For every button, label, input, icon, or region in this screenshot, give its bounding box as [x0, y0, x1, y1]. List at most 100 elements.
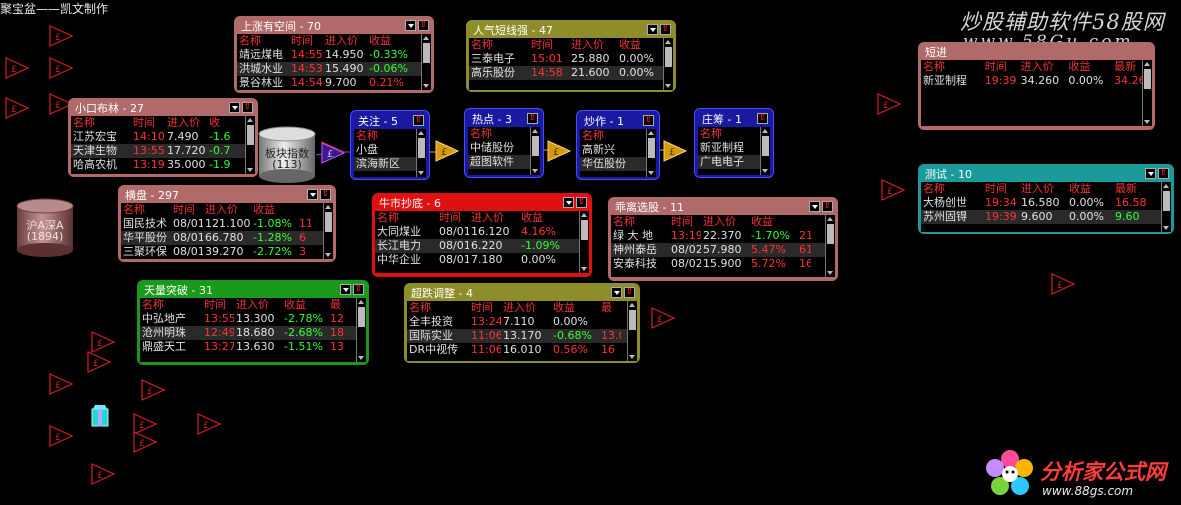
- column-header[interactable]: 名称: [123, 203, 145, 216]
- dropdown-icon[interactable]: [405, 20, 416, 31]
- triangle-icon[interactable]: £: [86, 350, 112, 374]
- table-row[interactable]: 超图软件: [468, 155, 540, 169]
- triangle-icon[interactable]: £: [132, 412, 158, 436]
- scrollbar-thumb[interactable]: [648, 138, 655, 158]
- triangle-icon[interactable]: £: [4, 96, 30, 120]
- sector-index-cylinder[interactable]: 板块指数 (113): [258, 126, 316, 184]
- dropdown-icon[interactable]: [229, 102, 240, 113]
- expand-up-icon[interactable]: ⇧: [660, 24, 671, 35]
- vertical-scrollbar[interactable]: [245, 116, 255, 174]
- dropdown-icon[interactable]: [809, 201, 820, 212]
- column-header[interactable]: 名称: [73, 116, 95, 129]
- column-header[interactable]: 收益: [521, 211, 543, 224]
- triangle-icon[interactable]: £: [4, 56, 30, 80]
- column-header[interactable]: 收益: [1069, 182, 1091, 195]
- panel-zhuangchou[interactable]: 庄筹 - 1 ⇧ 名称新亚制程广电电子: [694, 108, 774, 178]
- column-header[interactable]: 名称: [923, 182, 945, 195]
- expand-up-icon[interactable]: ⇧: [643, 115, 654, 126]
- expand-up-icon[interactable]: ⇧: [1158, 168, 1169, 179]
- vertical-scrollbar[interactable]: [663, 38, 673, 90]
- dropdown-icon[interactable]: [563, 197, 574, 208]
- column-header[interactable]: 进入价: [471, 211, 504, 224]
- scrollbar-thumb[interactable]: [423, 43, 430, 63]
- column-header[interactable]: 进入价: [503, 301, 536, 314]
- triangle-icon[interactable]: £: [48, 424, 74, 448]
- expand-up-icon[interactable]: ⇧: [320, 189, 331, 200]
- gift-icon[interactable]: [90, 403, 110, 427]
- column-header[interactable]: [797, 215, 811, 229]
- expand-up-icon[interactable]: ⇧: [242, 102, 253, 113]
- dropdown-icon[interactable]: [647, 24, 658, 35]
- scrollbar-thumb[interactable]: [581, 220, 588, 240]
- dropdown-icon[interactable]: [611, 287, 622, 298]
- triangle-icon[interactable]: £: [876, 92, 902, 116]
- column-header[interactable]: 最: [330, 298, 341, 311]
- column-header[interactable]: 收益: [369, 34, 391, 47]
- column-header[interactable]: 进入价: [571, 38, 604, 51]
- triangle-icon[interactable]: £: [90, 330, 116, 354]
- column-header[interactable]: 名称: [471, 38, 493, 51]
- expand-up-icon[interactable]: ⇧: [353, 284, 364, 295]
- table-row[interactable]: 中储股份: [468, 141, 540, 155]
- column-header[interactable]: 时间: [984, 60, 1007, 73]
- column-header[interactable]: 时间: [204, 298, 226, 311]
- column-header[interactable]: 名称: [613, 215, 635, 228]
- scrollbar-thumb[interactable]: [827, 224, 834, 244]
- vertical-scrollbar[interactable]: [579, 211, 589, 273]
- panel-redian[interactable]: 热点 - 3 ⇧ 名称中储股份超图软件: [464, 108, 544, 178]
- vertical-scrollbar[interactable]: [323, 203, 333, 259]
- triangle-icon[interactable]: £: [650, 306, 676, 330]
- column-header[interactable]: 名称: [470, 127, 492, 140]
- scrollbar-thumb[interactable]: [325, 212, 332, 232]
- scrollbar-thumb[interactable]: [247, 125, 254, 145]
- scrollbar-thumb[interactable]: [629, 310, 636, 330]
- column-header[interactable]: 名称: [700, 127, 722, 140]
- scrollbar-thumb[interactable]: [532, 136, 539, 156]
- column-header[interactable]: 最新: [1114, 60, 1137, 73]
- expand-up-icon[interactable]: ⇧: [576, 197, 587, 208]
- vertical-scrollbar[interactable]: [1161, 182, 1171, 232]
- column-header[interactable]: 进入价: [325, 34, 358, 47]
- table-row[interactable]: 华伍股份: [580, 157, 656, 171]
- column-header[interactable]: 时间: [531, 38, 553, 51]
- table-row[interactable]: 新亚制程: [698, 141, 770, 155]
- column-header[interactable]: 时间: [291, 34, 313, 47]
- column-header[interactable]: 收益: [553, 301, 575, 314]
- column-header[interactable]: 时间: [671, 215, 693, 228]
- vertical-scrollbar[interactable]: [416, 129, 426, 177]
- column-header[interactable]: 进入价: [205, 203, 238, 216]
- column-header[interactable]: 收益: [751, 215, 773, 228]
- scrollbar-thumb[interactable]: [418, 138, 425, 158]
- scrollbar-thumb[interactable]: [1163, 191, 1170, 211]
- column-header[interactable]: 进入价: [167, 116, 200, 129]
- vertical-scrollbar[interactable]: [825, 215, 835, 277]
- column-header[interactable]: 时间: [173, 203, 195, 216]
- column-header[interactable]: 名称: [582, 129, 604, 142]
